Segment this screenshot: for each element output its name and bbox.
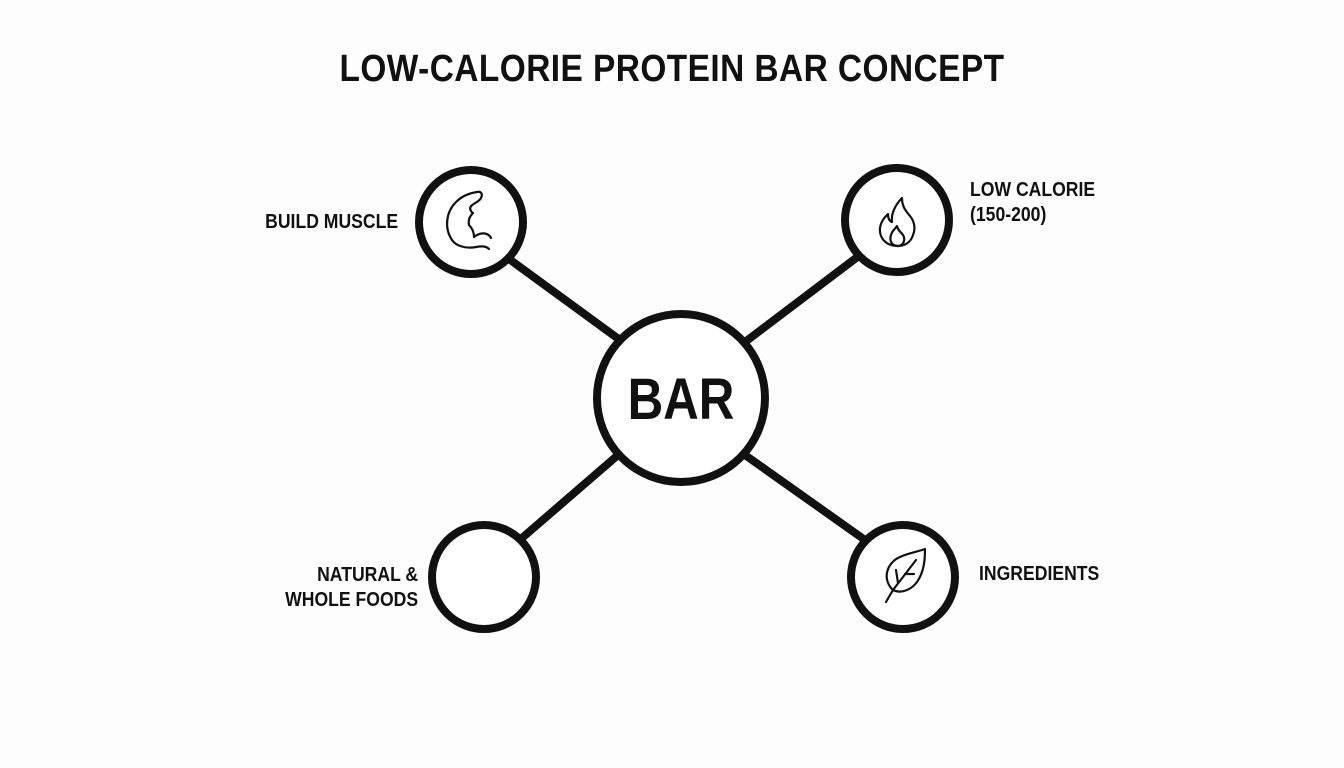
connector-bottom-right bbox=[742, 451, 868, 544]
flexed-bicep-icon bbox=[446, 190, 493, 251]
node-circle-low-calorie bbox=[841, 164, 953, 276]
node-label-natural-whole-foods: NATURAL & WHOLE FOODS bbox=[285, 564, 418, 611]
connector-top-left bbox=[506, 255, 623, 344]
node-circle-natural-whole-foods bbox=[428, 521, 540, 633]
node-label-low-calorie: LOW CALORIE (150-200) bbox=[970, 179, 1096, 226]
diagram-title: LOW-CALORIE PROTEIN BAR CONCEPT bbox=[339, 48, 1005, 90]
connector-bottom-left bbox=[519, 451, 621, 542]
flame-icon bbox=[878, 196, 916, 248]
center-node-circle bbox=[593, 310, 769, 486]
connector-top-right bbox=[742, 251, 863, 346]
node-circle-build-muscle bbox=[415, 166, 527, 278]
node-label-build-muscle: BUILD MUSCLE bbox=[265, 211, 398, 233]
node-label-ingredients: INGREDIENTS bbox=[979, 563, 1100, 585]
center-node-label: BAR bbox=[627, 367, 735, 432]
leaf-icon bbox=[884, 547, 927, 604]
